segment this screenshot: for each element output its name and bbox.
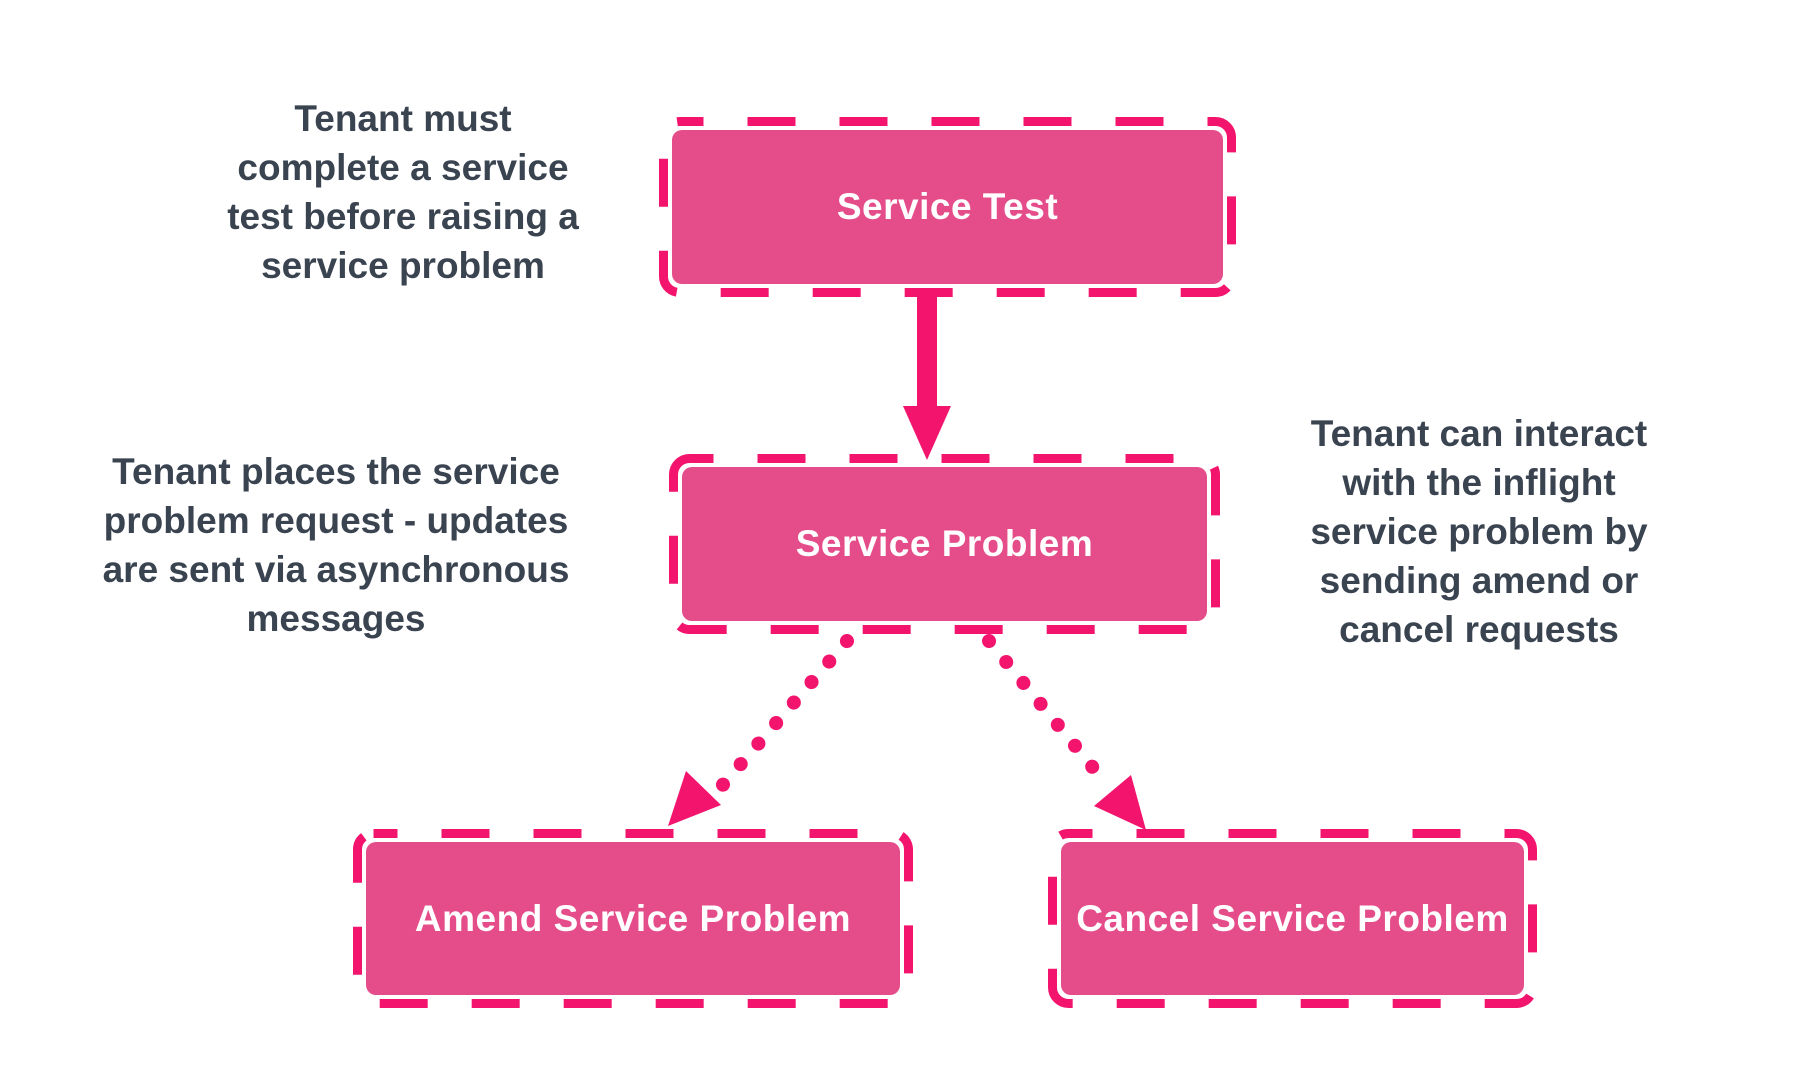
node-dashed-border — [1048, 829, 1537, 1008]
node-service-problem: Service Problem — [669, 454, 1220, 634]
arrowhead-icon — [668, 771, 721, 826]
edge-service-problem-to-cancel — [982, 634, 1146, 830]
edge-service-test-to-service-problem — [903, 297, 951, 460]
node-label: Service Test — [836, 186, 1059, 227]
node-amend-service-problem: Amend Service Problem — [353, 829, 913, 1008]
node-label: Cancel Service Problem — [1076, 897, 1509, 939]
node-label: Service Problem — [795, 523, 1094, 564]
node-fill: Service Problem — [682, 467, 1207, 621]
node-label: Amend Service Problem — [414, 897, 852, 939]
arrowhead-icon — [903, 406, 951, 460]
node-fill: Cancel Service Problem — [1061, 842, 1524, 995]
node-cancel-service-problem: Cancel Service Problem — [1048, 829, 1537, 1008]
arrowhead-icon — [1094, 775, 1146, 830]
node-dashed-border — [353, 829, 913, 1008]
edge-service-problem-to-amend — [668, 634, 854, 826]
annotation-interaction: Tenant can interact with the inflight se… — [1310, 413, 1648, 650]
node-dashed-border — [659, 117, 1236, 297]
node-fill: Amend Service Problem — [366, 842, 900, 995]
node-service-test: Service Test — [659, 117, 1236, 297]
annotation-service-problem: Tenant places the service problem reques… — [102, 451, 570, 639]
annotation-service-test: Tenant must complete a service test befo… — [227, 98, 579, 286]
node-fill: Service Test — [672, 130, 1223, 284]
